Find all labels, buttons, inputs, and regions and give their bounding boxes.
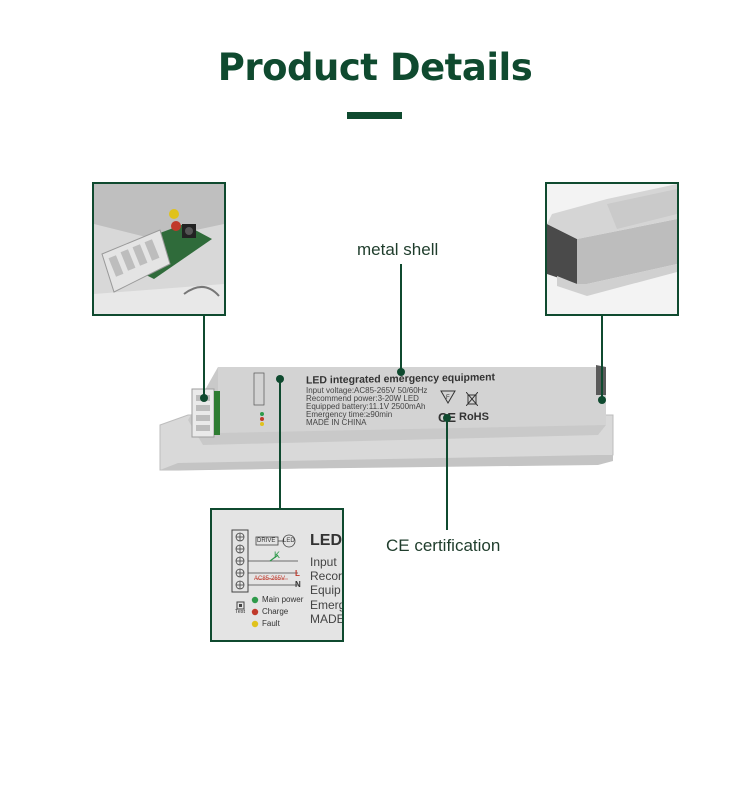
zoom-n-text: N — [295, 580, 301, 589]
ce-certification-label: CE certification — [386, 536, 501, 555]
endcap-closeup-inset — [545, 182, 679, 316]
terminal-closeup-inset — [92, 182, 226, 316]
device-spec-1: Input voltage:AC85-265V 50/60Hz — [306, 386, 428, 395]
zoom-l-text: L — [295, 569, 300, 578]
terminal-leader — [203, 316, 205, 396]
rohs-mark: RoHS — [459, 411, 489, 423]
ce-leader — [446, 418, 448, 530]
zoom-test-text: Test — [235, 609, 246, 615]
zoom-fault: Fault — [262, 619, 280, 628]
ce-dot — [443, 414, 451, 422]
label-leader — [279, 382, 281, 510]
zoom-main-power: Main power — [262, 595, 304, 604]
svg-text:F: F — [446, 395, 450, 401]
device-spec-4: Emergency time:≥90min — [306, 410, 393, 419]
zoom-frag-equip: Equip — [310, 583, 341, 597]
device-spec-3: Equipped battery:11.1V 2500mAh — [306, 402, 426, 411]
product-image — [158, 355, 618, 475]
zoom-k-text: K — [274, 550, 281, 560]
zoom-frag-input: Input — [310, 555, 337, 569]
zoom-voltage-text: AC85-265V — [254, 576, 286, 582]
zoom-frag-led: LED — [310, 532, 342, 549]
zoom-frag-recor: Recor — [310, 569, 343, 583]
zoom-led-circle-text: LED — [283, 538, 295, 544]
zoom-drive-text: DRIVE — [257, 538, 276, 544]
title-underline — [347, 112, 402, 119]
warning-triangle-icon: F — [440, 390, 456, 404]
zoom-charge: Charge — [262, 607, 289, 616]
device-spec-2: Recommend power:3-20W LED — [306, 394, 419, 403]
endcap-dot — [598, 396, 606, 404]
weee-bin-icon — [466, 392, 478, 406]
page-title: Product Details — [217, 46, 533, 89]
device-spec-5: MADE IN CHINA — [306, 418, 367, 427]
zoom-frag-made: MADE — [310, 612, 344, 626]
label-dot — [276, 375, 284, 383]
metal-shell-leader — [400, 264, 402, 370]
label-closeup-inset: DRIVE LED K L N AC85-265V Test Main powe… — [210, 508, 344, 642]
metal-shell-label: metal shell — [357, 240, 439, 259]
metal-shell-dot — [397, 368, 405, 376]
terminal-dot — [200, 394, 208, 402]
zoom-frag-emerg: Emerg — [310, 598, 344, 612]
endcap-leader — [601, 316, 603, 398]
